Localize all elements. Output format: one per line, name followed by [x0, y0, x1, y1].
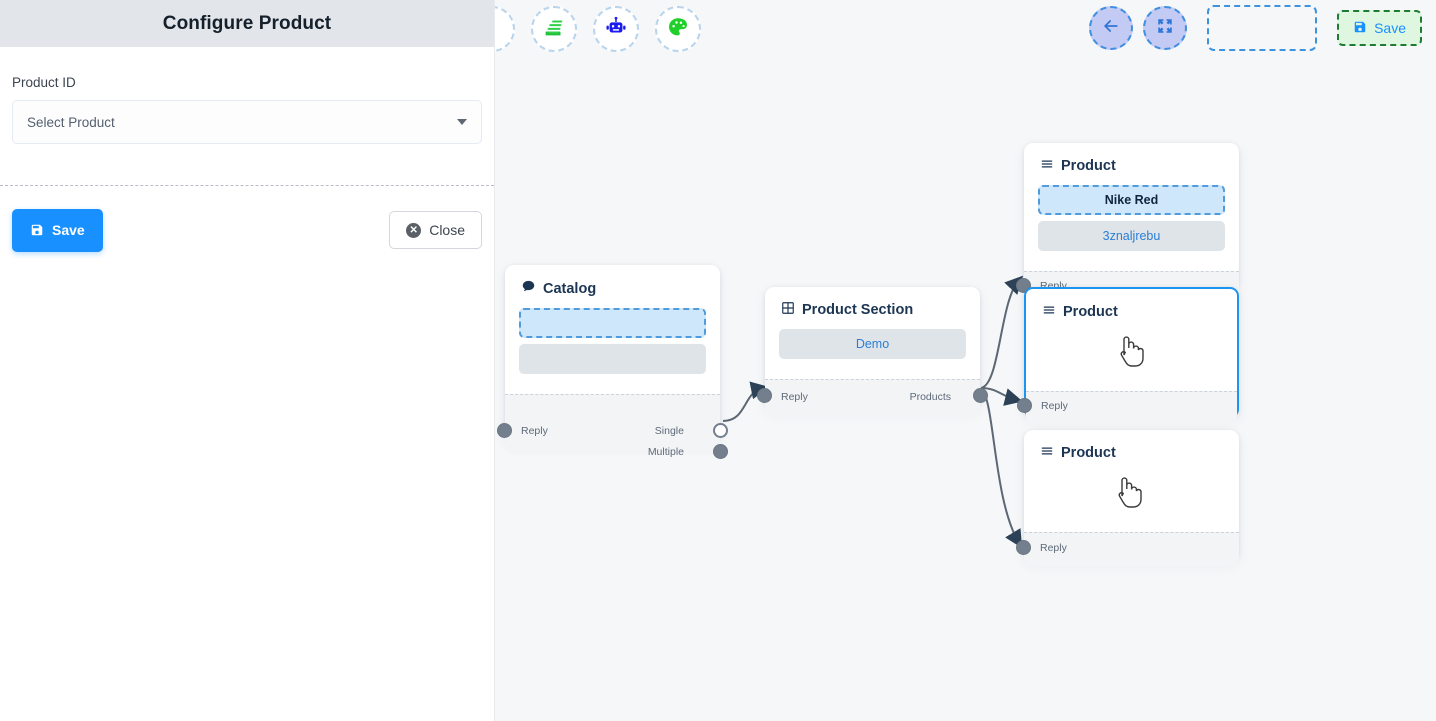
product-select-value: Select Product	[27, 114, 115, 130]
list-icon	[1040, 444, 1054, 462]
floppy-icon	[1353, 20, 1367, 37]
close-button-label: Close	[429, 222, 465, 238]
edge-section-to-product1	[980, 275, 1024, 389]
product-id-label: Product ID	[12, 75, 76, 90]
port-label-multiple: Multiple	[647, 446, 684, 458]
port-reply-in[interactable]	[757, 388, 772, 403]
node-body	[1026, 331, 1237, 391]
node-body	[505, 308, 720, 394]
node-footer: Reply	[1016, 532, 1239, 567]
port-label-reply: Reply	[521, 425, 548, 437]
bot-button[interactable]	[593, 6, 639, 52]
back-button[interactable]	[1089, 6, 1134, 50]
port-single-out[interactable]	[713, 423, 728, 438]
node-title: Product Section	[802, 302, 914, 318]
node-footer: Reply Products	[757, 379, 988, 416]
node-row[interactable]: 3znaljrebu	[1038, 221, 1225, 251]
flow-canvas[interactable]: Save	[495, 0, 1436, 721]
node-header: Product Section	[765, 287, 980, 329]
node-body	[1024, 472, 1239, 532]
node-product-3[interactable]: Product Reply	[1016, 430, 1239, 567]
node-footer: Reply Single Multiple	[497, 394, 728, 459]
close-icon: ✕	[406, 222, 422, 238]
port-label-single: Single	[654, 425, 684, 437]
node-title: Product	[1061, 445, 1116, 461]
node-product-section[interactable]: Product Section Demo Reply Products	[757, 287, 988, 416]
port-label-reply: Reply	[781, 391, 808, 403]
node-row[interactable]	[519, 344, 706, 374]
node-title: Product	[1063, 304, 1118, 320]
stack-icon	[543, 16, 565, 43]
close-button[interactable]: ✕ Close	[389, 211, 482, 249]
port-reply-in[interactable]	[497, 423, 512, 438]
save-button[interactable]: Save	[12, 208, 103, 252]
port-reply-in[interactable]	[1016, 540, 1031, 555]
node-body: Demo	[765, 329, 980, 379]
node-header: Product	[1024, 430, 1239, 472]
node-title: Catalog	[543, 280, 597, 297]
compress-icon	[1156, 17, 1174, 40]
port-label-products: Products	[909, 391, 951, 403]
node-header: Catalog	[505, 265, 720, 308]
node-body: Nike Red 3znaljrebu	[1024, 185, 1239, 271]
toolbar-partial-button[interactable]	[495, 6, 515, 52]
node-product-2[interactable]: Product Reply	[1017, 287, 1239, 426]
chevron-down-icon	[457, 119, 467, 125]
floppy-icon	[30, 223, 44, 237]
node-product-1[interactable]: Product Nike Red 3znaljrebu Reply	[1016, 143, 1239, 304]
arrow-left-icon	[1101, 16, 1121, 41]
panel-body: Product ID Select Product	[0, 47, 494, 144]
node-header: Product	[1026, 289, 1237, 331]
canvas-save-button[interactable]: Save	[1337, 10, 1422, 46]
list-icon	[1040, 157, 1054, 175]
panel-header: Configure Product	[0, 0, 494, 47]
edge-section-to-product3	[980, 387, 1023, 549]
panel-actions: Save ✕ Close	[0, 200, 494, 260]
panel-divider	[0, 185, 494, 186]
palette-icon	[667, 16, 689, 43]
port-products-out[interactable]	[973, 388, 988, 403]
robot-icon	[605, 16, 627, 43]
palette-button[interactable]	[655, 6, 701, 52]
stack-button[interactable]	[531, 6, 577, 52]
configure-product-panel: Configure Product Product ID Select Prod…	[0, 0, 495, 721]
product-select[interactable]: Select Product	[12, 100, 482, 144]
port-label-reply: Reply	[1041, 400, 1068, 412]
node-title: Product	[1061, 158, 1116, 174]
canvas-toolbar-left	[495, 6, 701, 52]
canvas-save-label: Save	[1374, 20, 1406, 36]
chat-bubble-icon	[521, 279, 536, 298]
canvas-toolbar-right: Save	[1089, 5, 1422, 51]
node-row[interactable]: Nike Red	[1038, 185, 1225, 215]
port-label-reply: Reply	[1040, 542, 1067, 554]
port-reply-in[interactable]	[1017, 398, 1032, 413]
node-row[interactable]: Demo	[779, 329, 966, 359]
list-icon	[1042, 303, 1056, 321]
save-button-label: Save	[52, 222, 85, 238]
toolbar-empty-slot[interactable]	[1207, 5, 1318, 51]
node-header: Product	[1024, 143, 1239, 185]
node-row[interactable]	[519, 308, 706, 338]
page-title: Configure Product	[162, 12, 332, 34]
node-catalog[interactable]: Catalog Reply Single Multiple	[497, 265, 728, 459]
port-multiple-out[interactable]	[713, 444, 728, 459]
node-footer: Reply	[1017, 391, 1237, 426]
grid-icon	[781, 301, 795, 319]
fit-view-button[interactable]	[1143, 6, 1188, 50]
